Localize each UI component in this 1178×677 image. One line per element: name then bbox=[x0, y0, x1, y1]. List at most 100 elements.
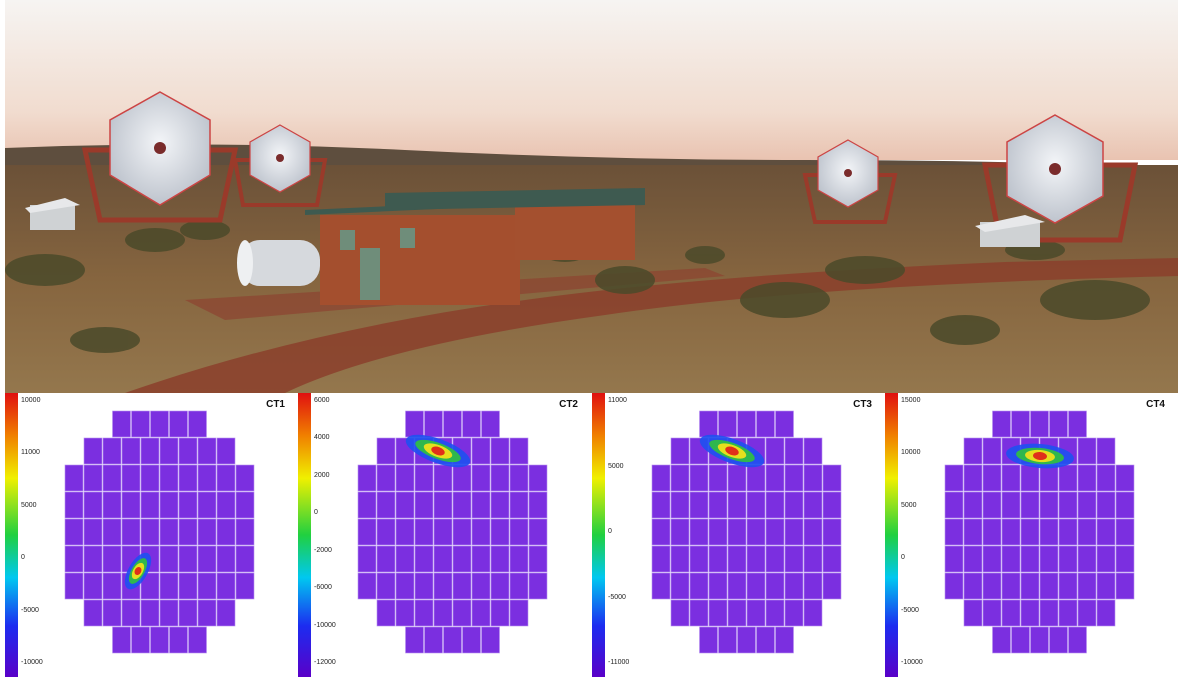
camera-drawer bbox=[1020, 572, 1040, 600]
camera-drawer bbox=[963, 437, 983, 465]
camera-drawer bbox=[982, 599, 1002, 627]
camera-drawer bbox=[982, 518, 1002, 546]
camera-drawer bbox=[64, 545, 84, 573]
camera-drawer bbox=[490, 599, 510, 627]
camera-drawer bbox=[1049, 410, 1068, 438]
camera-drawer bbox=[83, 464, 103, 492]
camera-drawer bbox=[1058, 599, 1078, 627]
camera-drawer bbox=[197, 437, 217, 465]
camera-drawer bbox=[746, 545, 766, 573]
camera-drawer bbox=[689, 545, 709, 573]
camera-drawer bbox=[727, 599, 747, 627]
camera-drawer bbox=[112, 626, 131, 654]
color-scale-tick: -10000 bbox=[314, 621, 336, 629]
camera-drawer bbox=[784, 491, 804, 519]
camera-drawer bbox=[982, 545, 1002, 573]
camera-drawer bbox=[216, 518, 236, 546]
camera-drawer bbox=[689, 491, 709, 519]
camera-drawer bbox=[197, 464, 217, 492]
camera-pixel-map bbox=[651, 410, 842, 654]
camera-drawer bbox=[216, 572, 236, 600]
camera-drawer bbox=[1039, 572, 1059, 600]
camera-drawer bbox=[727, 518, 747, 546]
camera-drawer bbox=[718, 410, 737, 438]
camera-drawer bbox=[140, 572, 160, 600]
camera-drawer bbox=[689, 464, 709, 492]
camera-drawer bbox=[159, 491, 179, 519]
camera-drawer bbox=[357, 518, 377, 546]
camera-drawer bbox=[765, 464, 785, 492]
camera-drawer bbox=[1011, 410, 1030, 438]
camera-drawer bbox=[1058, 491, 1078, 519]
camera-drawer bbox=[708, 572, 728, 600]
camera-drawer bbox=[1096, 518, 1116, 546]
camera-drawer bbox=[803, 599, 823, 627]
camera-drawer bbox=[1096, 545, 1116, 573]
camera-drawer bbox=[1058, 464, 1078, 492]
telescope-array-photo bbox=[5, 0, 1178, 393]
camera-drawer bbox=[414, 464, 434, 492]
camera-drawer bbox=[102, 437, 122, 465]
color-scale-tick: 0 bbox=[314, 509, 318, 517]
camera-drawer bbox=[1039, 464, 1059, 492]
camera-drawer bbox=[395, 491, 415, 519]
camera-drawer bbox=[1115, 491, 1135, 519]
camera-drawer bbox=[756, 410, 775, 438]
camera-drawer bbox=[376, 518, 396, 546]
camera-drawer bbox=[718, 626, 737, 654]
telescope-3 bbox=[802, 139, 898, 224]
camera-drawer bbox=[102, 599, 122, 627]
camera-drawer bbox=[121, 599, 141, 627]
camera-drawer bbox=[216, 464, 236, 492]
camera-drawer bbox=[651, 572, 671, 600]
camera-drawer bbox=[822, 491, 842, 519]
camera-drawer bbox=[1077, 545, 1097, 573]
camera-drawer bbox=[83, 518, 103, 546]
color-scale-tick: 10000 bbox=[901, 449, 921, 457]
camera-drawer bbox=[452, 572, 472, 600]
camera-drawer bbox=[1011, 626, 1030, 654]
camera-drawer bbox=[746, 599, 766, 627]
camera-drawer bbox=[1077, 599, 1097, 627]
color-scale-tick: 11000 bbox=[21, 449, 40, 457]
camera-drawer bbox=[102, 518, 122, 546]
camera-drawer bbox=[670, 491, 690, 519]
camera-drawer bbox=[528, 464, 548, 492]
camera-drawer bbox=[235, 545, 255, 573]
camera-drawer bbox=[178, 437, 198, 465]
camera-drawer bbox=[509, 491, 529, 519]
camera-label: CT1 bbox=[266, 399, 285, 410]
camera-drawer bbox=[689, 599, 709, 627]
camera-drawer bbox=[509, 599, 529, 627]
camera-drawer bbox=[414, 518, 434, 546]
camera-drawer bbox=[1020, 491, 1040, 519]
camera-drawer bbox=[944, 572, 964, 600]
camera-drawer bbox=[1068, 626, 1087, 654]
camera-drawer bbox=[376, 437, 396, 465]
camera-drawer bbox=[490, 518, 510, 546]
camera-label: CT4 bbox=[1146, 399, 1165, 410]
color-scale-tick: 0 bbox=[21, 554, 25, 562]
camera-drawer bbox=[1058, 545, 1078, 573]
camera-drawer bbox=[784, 572, 804, 600]
camera-drawer bbox=[1020, 464, 1040, 492]
camera-drawer bbox=[169, 410, 188, 438]
color-scale-bar bbox=[592, 393, 605, 677]
camera-drawer bbox=[509, 545, 529, 573]
camera-drawer bbox=[1096, 572, 1116, 600]
camera-drawer bbox=[433, 599, 453, 627]
camera-drawer bbox=[670, 545, 690, 573]
camera-drawer bbox=[197, 599, 217, 627]
camera-drawer bbox=[131, 410, 150, 438]
camera-drawer bbox=[405, 410, 424, 438]
camera-drawer bbox=[433, 491, 453, 519]
color-scale-tick: -10000 bbox=[901, 659, 923, 666]
color-scale-tick: 0 bbox=[608, 528, 612, 535]
camera-drawer bbox=[822, 518, 842, 546]
camera-drawer bbox=[471, 437, 491, 465]
camera-drawer bbox=[727, 491, 747, 519]
camera-drawer bbox=[670, 599, 690, 627]
camera-drawer bbox=[178, 491, 198, 519]
camera-drawer bbox=[1058, 518, 1078, 546]
